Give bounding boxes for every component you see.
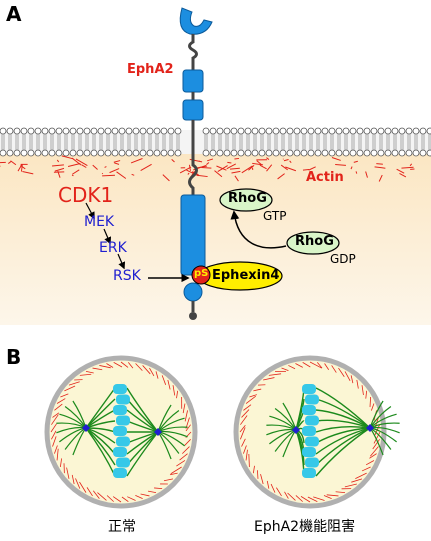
gtp-label: GTP [263,209,287,223]
rhog-gtp-node [219,188,273,212]
cytoplasm-area [0,150,431,325]
epha2-kinase-domain [180,194,206,276]
epha2-sam-domain [183,282,203,302]
lipid-bilayer [0,127,431,157]
cell-normal [44,355,198,509]
rhog-gdp-label: RhoG [295,234,334,249]
ephexin4-label: Ephexin4 [212,268,280,283]
mek-label: MEK [84,214,115,230]
rsk-label: RSK [113,268,141,284]
rhog-gdp-node [286,231,340,255]
epha2-fn-domain-2 [182,99,204,121]
epha2-fn-domain-1 [182,69,204,93]
gef-exchange-arrow [230,210,287,249]
erk-label: ERK [99,240,127,256]
caption-inhibited: EphA2機能阻害 [254,519,356,535]
ps-label: pS [194,268,209,279]
panel-label-b: B [6,345,22,369]
gdp-label: GDP [330,252,356,266]
epha2-transmembrane [188,120,198,195]
epha2-linker-top [188,34,198,70]
arrow-erk-rsk [117,253,126,270]
ps-phosphosite [191,265,211,285]
actin-network [0,155,415,182]
epha2-receptor [179,7,213,320]
arrow-cdk1-mek [85,202,95,220]
rhog-gtp-label: RhoG [228,191,267,206]
arrow-mek-erk [103,228,112,245]
panel-label-a: A [6,2,22,26]
actin-label: Actin [306,170,344,185]
caption-normal: 正常 [108,519,136,535]
epha2-ligand-domain [179,7,213,35]
epha2-label: EphA2 [127,62,174,77]
cdk1-label: CDK1 [58,183,114,207]
cell-inhibited [233,355,400,509]
